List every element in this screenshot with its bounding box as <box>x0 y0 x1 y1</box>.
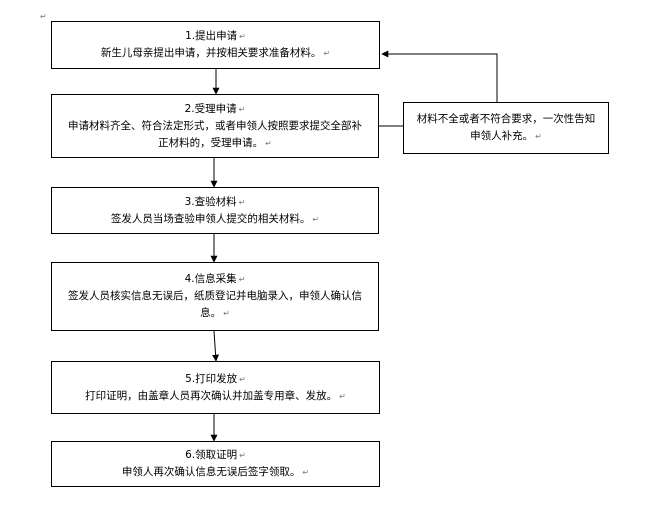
paragraph-mark: ↵ <box>265 138 272 148</box>
step-6-text: 申领人再次确认信息无误后签字领取。 <box>121 466 301 478</box>
paragraph-mark: ↵ <box>239 374 246 384</box>
paragraph-mark: ↵ <box>238 275 246 284</box>
side-box-text: 材料不全或者不符合要求，一次性告知申领人补充。 <box>416 113 596 142</box>
paragraph-mark: ↵ <box>239 32 246 41</box>
step-5-title: 5.打印发放 <box>185 372 238 385</box>
step-1-box: 1.提出申请↵ 新生儿母亲提出申请，并按相关要求准备材料。↵ <box>51 21 380 69</box>
side-box: 材料不全或者不符合要求，一次性告知申领人补充。↵ <box>403 102 609 154</box>
step-2-text: 申请材料齐全、符合法定形式，或者申领人按照要求提交全部补正材料的，受理申请。 <box>68 119 362 149</box>
arrow-step4-to-step5 <box>212 330 220 362</box>
step-5-box: 5.打印发放↵ 打印证明，由盖章人员再次确认并加盖专用章、发放。↵ <box>51 361 380 414</box>
step-1-title: 1.提出申请 <box>185 30 238 42</box>
paragraph-mark: ↵ <box>239 451 246 460</box>
step-5-text: 打印证明，由盖章人员再次确认并加盖专用章、发放。 <box>85 389 338 402</box>
paragraph-mark: ↵ <box>238 104 246 114</box>
step-1-text: 新生儿母亲提出申请，并按相关要求准备材料。 <box>100 47 322 59</box>
step-2-box: 2.受理申请↵ 申请材料齐全、符合法定形式，或者申领人按照要求提交全部补正材料的… <box>51 94 379 158</box>
paragraph-mark: ↵ <box>535 132 542 141</box>
paragraph-mark: ↵ <box>339 391 346 401</box>
step-6-title: 6.领取证明 <box>185 449 238 461</box>
step-3-title: 3.查验材料 <box>184 195 237 208</box>
paragraph-mark: ↵ <box>312 214 320 224</box>
paragraph-mark: ↵ <box>238 197 246 207</box>
arrow-side-to-step1 <box>381 50 498 102</box>
paragraph-mark: ↵ <box>323 49 331 58</box>
paragraph-mark: ↵ <box>40 12 47 21</box>
step-6-box: 6.领取证明↵ 申领人再次确认信息无误后签字领取。↵ <box>51 441 380 487</box>
step-2-title: 2.受理申请 <box>184 102 237 115</box>
step-4-box: 4.信息采集↵ 签发人员核实信息无误后，纸质登记并电脑录入，申领人确认信息。↵ <box>51 262 379 331</box>
paragraph-mark: ↵ <box>302 468 310 477</box>
paragraph-mark: ↵ <box>223 309 230 318</box>
step-4-title: 4.信息采集 <box>184 273 237 285</box>
step-4-text: 签发人员核实信息无误后，纸质登记并电脑录入，申领人确认信息。 <box>68 290 362 319</box>
step-3-box: 3.查验材料↵ 签发人员当场查验申领人提交的相关材料。↵ <box>51 187 379 234</box>
step-3-text: 签发人员当场查验申领人提交的相关材料。 <box>110 212 311 225</box>
